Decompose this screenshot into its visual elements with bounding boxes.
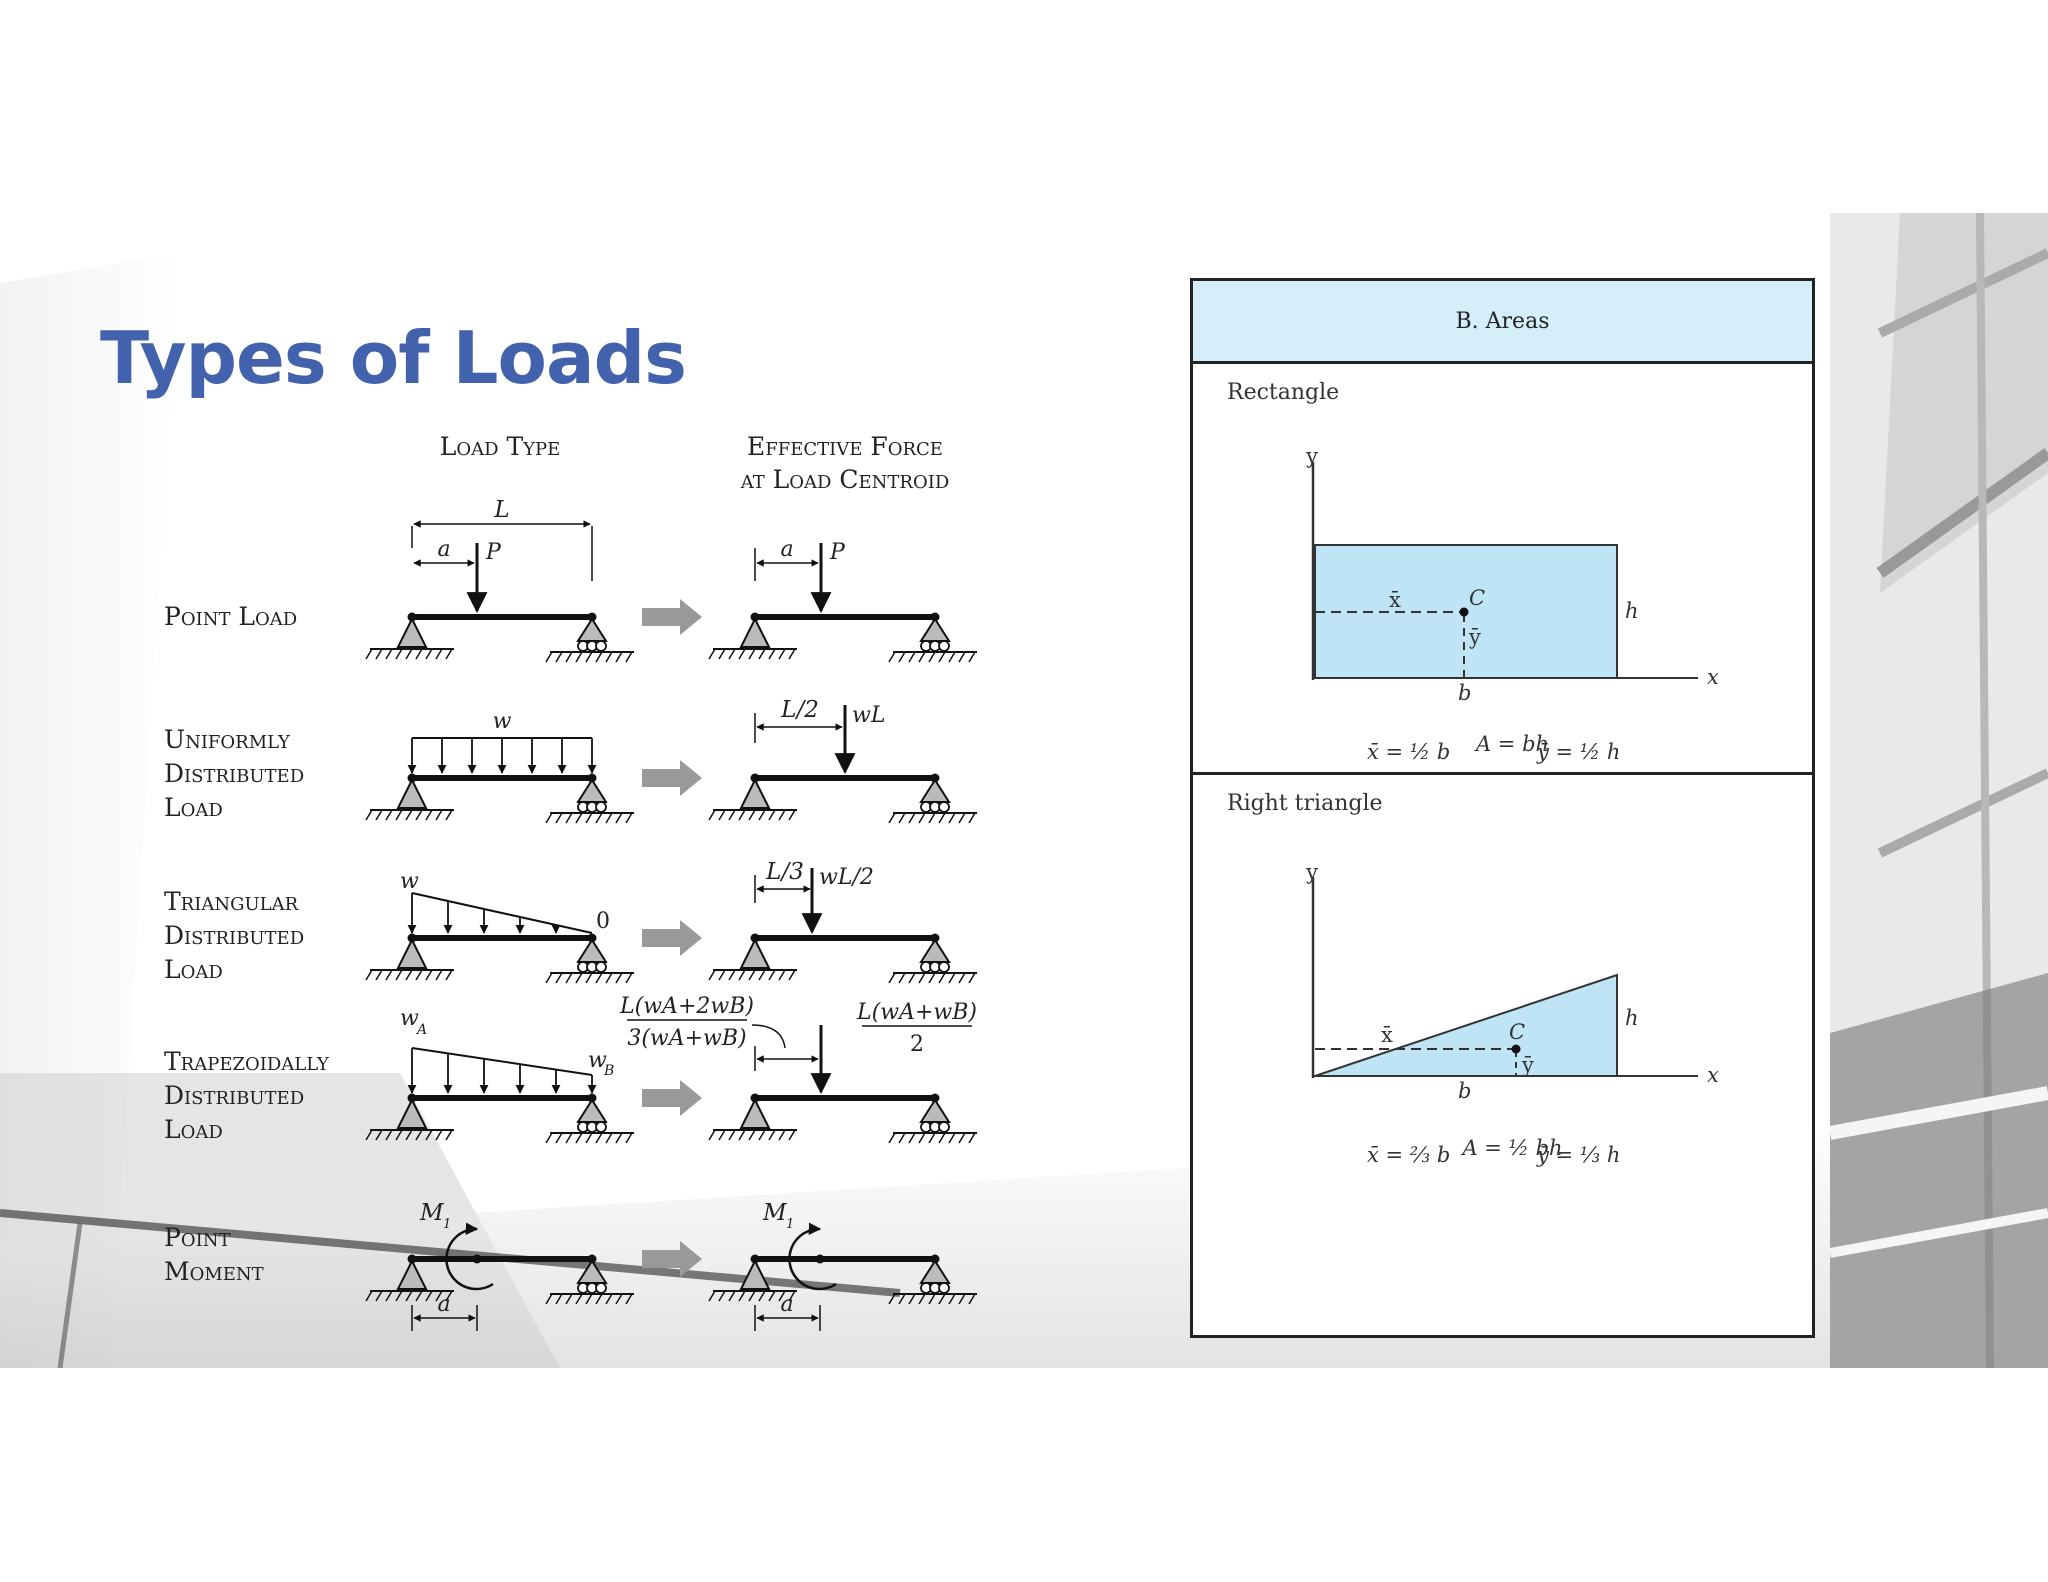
- header-load-type: Load Type: [440, 432, 561, 461]
- rect-C: C: [1469, 586, 1485, 610]
- effective-point-P: P: [829, 540, 846, 565]
- arrow-icon: [642, 1241, 702, 1277]
- effective-udl-L-half: L/2: [780, 697, 819, 723]
- rectangle-section: Rectangle y x C h b x̄ ȳ x̄ = ½ b ȳ = ½ …: [1193, 364, 1812, 775]
- trapezoidal-wB-sub: B: [603, 1063, 614, 1079]
- rect-ybar: ȳ: [1468, 625, 1481, 649]
- trap-force-numerator: L(wA+wB): [856, 1000, 977, 1025]
- header-effective-line1: Effective Force: [747, 432, 943, 461]
- effective-moment-M: M: [762, 1200, 788, 1226]
- point-load-effective: a P: [709, 537, 977, 662]
- row-label-udl-1: Uniformly: [164, 725, 291, 754]
- moment-a: a: [437, 1292, 450, 1317]
- arrow-icon: [642, 760, 702, 796]
- udl-beam: w: [366, 709, 634, 823]
- rect-y-axis: y: [1305, 444, 1318, 468]
- tri-formula-xbar: x̄ = ⅔ b: [1367, 1143, 1450, 1167]
- rectangle-label: Rectangle: [1227, 380, 1340, 405]
- effective-point-a: a: [780, 537, 793, 562]
- point-load-L: L: [493, 497, 509, 523]
- rect-formula-ybar: ȳ = ½ h: [1536, 740, 1620, 764]
- row-label-tri-3: Load: [164, 955, 223, 984]
- moment-beam: M 1 a: [366, 1200, 634, 1331]
- rectangle-figure: y x C h b x̄ ȳ x̄ = ½ b ȳ = ½ h: [1305, 444, 1719, 764]
- rect-formula-xbar: x̄ = ½ b: [1367, 740, 1450, 764]
- triangle-figure: y x C h b x̄ ȳ x̄ = ⅔ b ȳ = ⅓ h: [1305, 860, 1719, 1167]
- moment-M: M: [419, 1200, 445, 1226]
- right-triangle-section: Right triangle y x C h b x̄ ȳ x̄ = ⅔ b ȳ…: [1193, 775, 1812, 1335]
- row-label-trap-1: Trapezoidally: [164, 1047, 330, 1076]
- triangular-effective: L/3 wL/2: [709, 859, 977, 983]
- effective-tri-wL-half: wL/2: [819, 865, 874, 890]
- tri-formula-ybar: ȳ = ⅓ h: [1536, 1143, 1620, 1167]
- trap-force-denominator: 2: [910, 1032, 924, 1057]
- areas-table-header: B. Areas: [1193, 281, 1812, 364]
- row-label-trap-3: Load: [164, 1115, 223, 1144]
- row-label-udl-3: Load: [164, 793, 223, 822]
- tri-h: h: [1625, 1006, 1639, 1030]
- effective-moment-a: a: [780, 1292, 793, 1317]
- triangular-beam: w 0: [366, 869, 634, 983]
- udl-w: w: [493, 709, 512, 734]
- effective-tri-L-third: L/3: [765, 859, 804, 885]
- slide: Types of Loads: [0, 213, 2048, 1368]
- rect-x-axis: x: [1707, 665, 1719, 689]
- effective-moment-M-sub: 1: [786, 1217, 794, 1232]
- trapezoidal-wB: w: [588, 1048, 607, 1073]
- udl-effective: L/2 wL: [709, 697, 977, 823]
- trap-centroid-numerator: L(wA+2wB): [619, 994, 754, 1019]
- row-label-moment-2: Moment: [164, 1257, 264, 1286]
- row-label-tri-2: Distributed: [164, 921, 304, 950]
- row-label-trap-2: Distributed: [164, 1081, 304, 1110]
- tri-xbar: x̄: [1381, 1023, 1393, 1047]
- row-label-point-load: Point Load: [164, 602, 297, 631]
- rect-b: b: [1458, 681, 1471, 705]
- trapezoidal-wA-sub: A: [415, 1022, 427, 1038]
- load-types-diagram: Load Type Effective Force at Load Centro…: [164, 432, 1000, 1331]
- moment-M-sub: 1: [443, 1217, 451, 1232]
- trapezoidal-effective: L(wA+2wB) 3(wA+wB) L(wA+wB) 2: [619, 994, 977, 1143]
- rect-formula-area: A = bh: [1475, 732, 1550, 756]
- point-load-a: a: [437, 537, 450, 562]
- row-label-udl-2: Distributed: [164, 759, 304, 788]
- effective-udl-wL: wL: [852, 703, 885, 728]
- trap-centroid-denominator: 3(wA+wB): [627, 1026, 746, 1051]
- rect-h: h: [1625, 599, 1639, 623]
- trapezoidal-wA: w: [400, 1006, 419, 1031]
- arrow-icon: [642, 1080, 702, 1116]
- triangular-w: w: [400, 869, 419, 894]
- arrow-icon: [642, 920, 702, 956]
- tri-b: b: [1458, 1079, 1471, 1103]
- point-load-beam: L a P: [366, 497, 634, 662]
- header-effective-line2: at Load Centroid: [740, 465, 950, 494]
- arrow-icon: [642, 599, 702, 635]
- row-label-moment-1: Point: [164, 1223, 230, 1252]
- tri-ybar: ȳ: [1521, 1053, 1534, 1077]
- tri-C: C: [1509, 1020, 1525, 1044]
- triangular-zero: 0: [596, 909, 610, 934]
- row-label-tri-1: Triangular: [164, 887, 299, 916]
- tri-x-axis: x: [1707, 1063, 1719, 1087]
- moment-effective: M 1 a: [709, 1200, 977, 1331]
- tri-formula-area: A = ½ bh: [1462, 1136, 1563, 1160]
- areas-table: B. Areas Rectangle y x C h b x̄ ȳ x̄ = ½…: [1190, 278, 1815, 1338]
- triangle-label: Right triangle: [1227, 791, 1383, 816]
- rect-xbar: x̄: [1389, 588, 1401, 612]
- trapezoidal-beam: w A w B: [366, 1006, 634, 1143]
- page-title: Types of Loads: [100, 316, 687, 400]
- tri-y-axis: y: [1305, 860, 1318, 884]
- point-load-P: P: [485, 540, 502, 565]
